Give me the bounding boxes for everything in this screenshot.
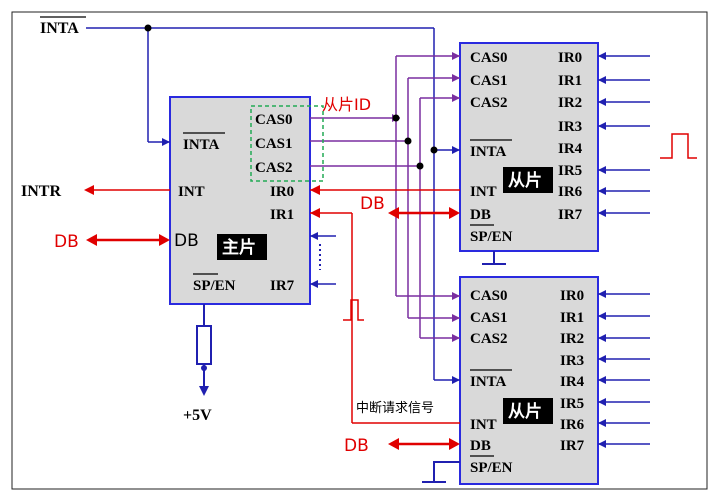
arrow <box>310 280 318 288</box>
int-arrow-slave1 <box>310 185 320 195</box>
inta-arrow-master <box>162 138 170 146</box>
slave2-cas1-label: CAS1 <box>470 310 508 326</box>
junction <box>144 24 152 32</box>
slave1-inta-label: INTA <box>470 144 507 160</box>
master-name-box <box>217 234 267 260</box>
inta-arrow-slave2 <box>452 376 460 384</box>
slave1-chip <box>459 42 599 252</box>
slave-id-label: 从片ID <box>322 95 371 114</box>
vcc-arrow <box>199 386 209 396</box>
cas-bus <box>310 55 460 339</box>
pulse-icon <box>343 299 364 321</box>
slave1-ir6-label: IR6 <box>558 184 583 200</box>
slave1-ir4-label: IR4 <box>558 141 583 157</box>
master-ir0-label: IR0 <box>270 184 294 200</box>
intr-arrow <box>84 185 94 195</box>
slave2-cas0-label: CAS0 <box>470 288 508 304</box>
master-pullup <box>196 304 212 388</box>
ground-slave1 <box>482 251 506 265</box>
arrow <box>310 232 318 240</box>
slave1-ir-arrows <box>598 52 606 217</box>
slave2-ir4-label: IR4 <box>560 374 585 390</box>
int-arrow-slave2 <box>310 208 320 218</box>
master-int-label: INT <box>178 184 205 200</box>
slave2-name-box <box>503 398 553 424</box>
slave2-db-label: DB <box>470 438 491 454</box>
vcc-label: +5V <box>183 407 212 424</box>
slave2-spen-label: SP/EN <box>470 460 513 476</box>
slave1-spen-label: SP/EN <box>470 229 513 245</box>
slave2-ir2-label: IR2 <box>560 331 584 347</box>
slave2-ir0-label: IR0 <box>560 288 584 304</box>
frame <box>11 11 708 490</box>
pulse-icon <box>660 133 697 159</box>
master-cas2-label: CAS2 <box>255 160 293 176</box>
overlines <box>40 16 512 457</box>
master-chip <box>169 96 311 305</box>
slave1-cas0-label: CAS0 <box>470 50 508 66</box>
slave2-name: 从片 <box>508 401 542 422</box>
db-left-label: DB <box>54 232 79 252</box>
slave1-ir-inputs <box>598 55 650 214</box>
slave2-int-label: INT <box>470 417 497 433</box>
junction <box>416 162 424 170</box>
slave1-ir1-label: IR1 <box>558 73 582 89</box>
db-bottom-label: DB <box>344 436 369 456</box>
slave1-cas2-label: CAS2 <box>470 95 508 111</box>
master-db-label: DB <box>174 231 199 251</box>
master-inta-label: INTA <box>183 137 220 153</box>
slave2-ir3-label: IR3 <box>560 353 584 369</box>
master-cas1-label: CAS1 <box>255 136 293 152</box>
db-arrowheads <box>86 207 460 450</box>
intr-label: INTR <box>21 183 61 200</box>
master-spen-label: SP/EN <box>193 278 236 294</box>
junction <box>404 137 412 145</box>
master-name: 主片 <box>222 237 256 258</box>
interrupt-request-label: 中断请求信号 <box>356 401 434 416</box>
master-ir1-label: IR1 <box>270 207 294 223</box>
slave2-ir5-label: IR5 <box>560 396 584 412</box>
slave2-ir-inputs <box>598 293 650 445</box>
slave1-name: 从片 <box>508 170 542 191</box>
slave1-ir0-label: IR0 <box>558 50 582 66</box>
slave1-ir3-label: IR3 <box>558 119 582 135</box>
slave1-ir5-label: IR5 <box>558 163 582 179</box>
slave-id-box <box>250 105 324 182</box>
slave1-db-label: DB <box>470 207 491 223</box>
junction <box>201 365 207 371</box>
db-arrows <box>95 211 452 446</box>
top-inta-label: INTA <box>40 20 79 37</box>
slave2-cas2-label: CAS2 <box>470 331 508 347</box>
master-cas0-label: CAS0 <box>255 112 293 128</box>
db-mid-label: DB <box>360 194 385 214</box>
slave2-inta-label: INTA <box>470 374 507 390</box>
junction <box>430 146 438 154</box>
slave2-ir1-label: IR1 <box>560 310 584 326</box>
slave1-int-label: INT <box>470 184 497 200</box>
junction <box>392 114 400 122</box>
master-ir-inputs <box>310 235 336 285</box>
slave1-cas1-label: CAS1 <box>470 73 508 89</box>
slave1-ir2-label: IR2 <box>558 95 582 111</box>
slave2-chip <box>459 276 599 485</box>
slave2-ir6-label: IR6 <box>560 417 585 433</box>
slave2-ir-arrows <box>598 290 606 448</box>
cas-arrows <box>392 52 460 342</box>
master-ir7-label: IR7 <box>270 278 295 294</box>
inta-arrow-slave1 <box>452 146 460 154</box>
slave1-ir7-label: IR7 <box>558 207 583 223</box>
slave1-name-box <box>503 167 553 193</box>
slave2-ir7-label: IR7 <box>560 438 585 454</box>
ground-slave2 <box>422 461 460 483</box>
